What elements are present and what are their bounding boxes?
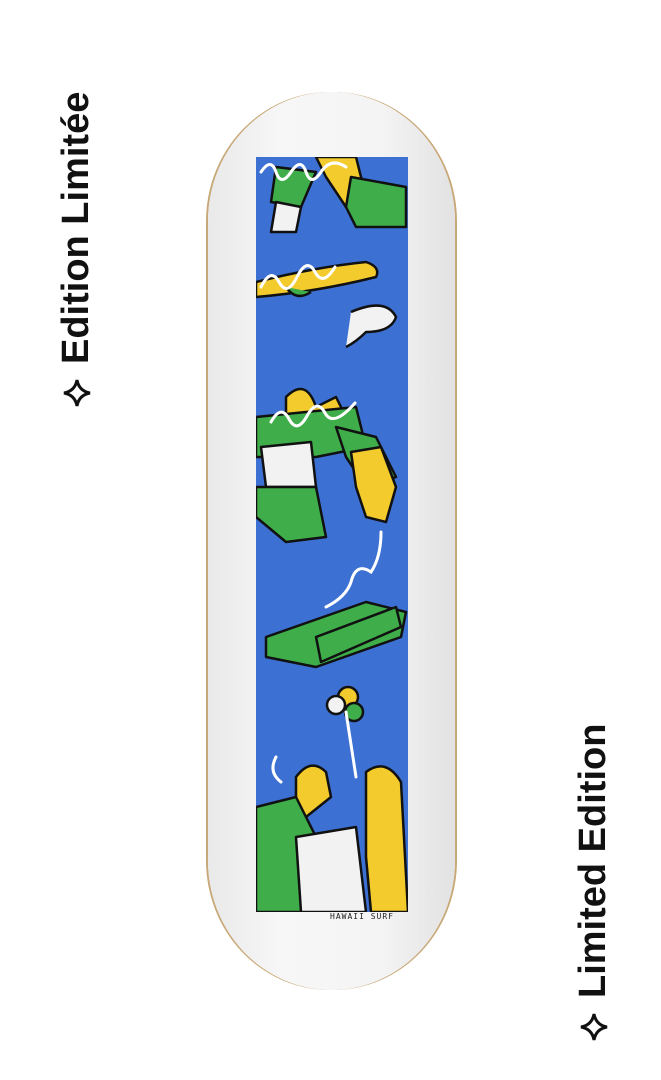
artwork-panel xyxy=(256,157,408,912)
skateboard-deck: HAWAII SURF xyxy=(208,92,455,990)
edition-limitee-text: Edition Limitée xyxy=(55,91,97,364)
artist-signature: HAWAII SURF xyxy=(330,912,394,921)
edition-limitee-label: Edition Limitée xyxy=(55,92,98,408)
artwork-illustration xyxy=(256,157,408,912)
star-icon xyxy=(63,379,90,407)
star-icon xyxy=(580,1013,607,1041)
limited-edition-label: Limited Edition xyxy=(572,724,615,1042)
limited-edition-text: Limited Edition xyxy=(572,723,614,998)
